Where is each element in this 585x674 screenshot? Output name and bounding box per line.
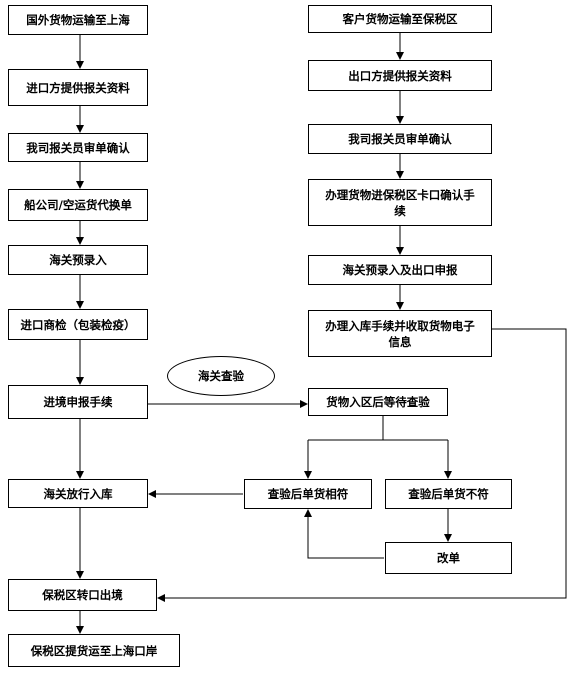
step-import-inspection: 进口商检（包装检疫） (8, 309, 148, 340)
step-bill-exchange: 船公司/空运货代换单 (8, 189, 148, 221)
arrow-revise-to-match (304, 509, 384, 559)
step-inspection-match: 查验后单货相符 (244, 479, 372, 509)
step-import-broker-review: 我司报关员审单确认 (8, 133, 148, 162)
step-export-broker-review: 我司报关员审单确认 (308, 124, 492, 154)
step-client-goods-to-bonded-zone: 客户货物运输至保税区 (308, 5, 492, 33)
step-customs-release-warehousing: 海关放行入库 (8, 479, 148, 508)
step-await-inspection: 货物入区后等待查验 (308, 388, 448, 416)
step-inspection-mismatch: 查验后单货不符 (385, 479, 512, 509)
step-foreign-goods-to-shanghai: 国外货物运输至上海 (8, 5, 148, 35)
step-entry-declaration: 进境申报手续 (8, 385, 148, 419)
step-pickup-to-shanghai-port: 保税区提货运至上海口岸 (8, 634, 180, 667)
step-customs-pre-entry: 海关预录入 (8, 245, 148, 275)
customs-inspection-label: 海关查验 (167, 356, 275, 396)
step-exporter-provides-docs: 出口方提供报关资料 (308, 60, 492, 91)
step-warehousing-e-info: 办理入库手续并收取货物电子信息 (308, 310, 492, 357)
step-pre-entry-export-declaration: 海关预录入及出口申报 (308, 255, 492, 285)
step-bonded-zone-re-export: 保税区转口出境 (8, 579, 157, 611)
step-importer-provides-docs: 进口方提供报关资料 (8, 69, 148, 106)
step-bonded-gate-confirmation: 办理货物进保税区卡口确认手续 (308, 179, 492, 226)
arrow-warehouse-to-export (157, 328, 567, 602)
step-revise-document: 改单 (385, 542, 512, 574)
